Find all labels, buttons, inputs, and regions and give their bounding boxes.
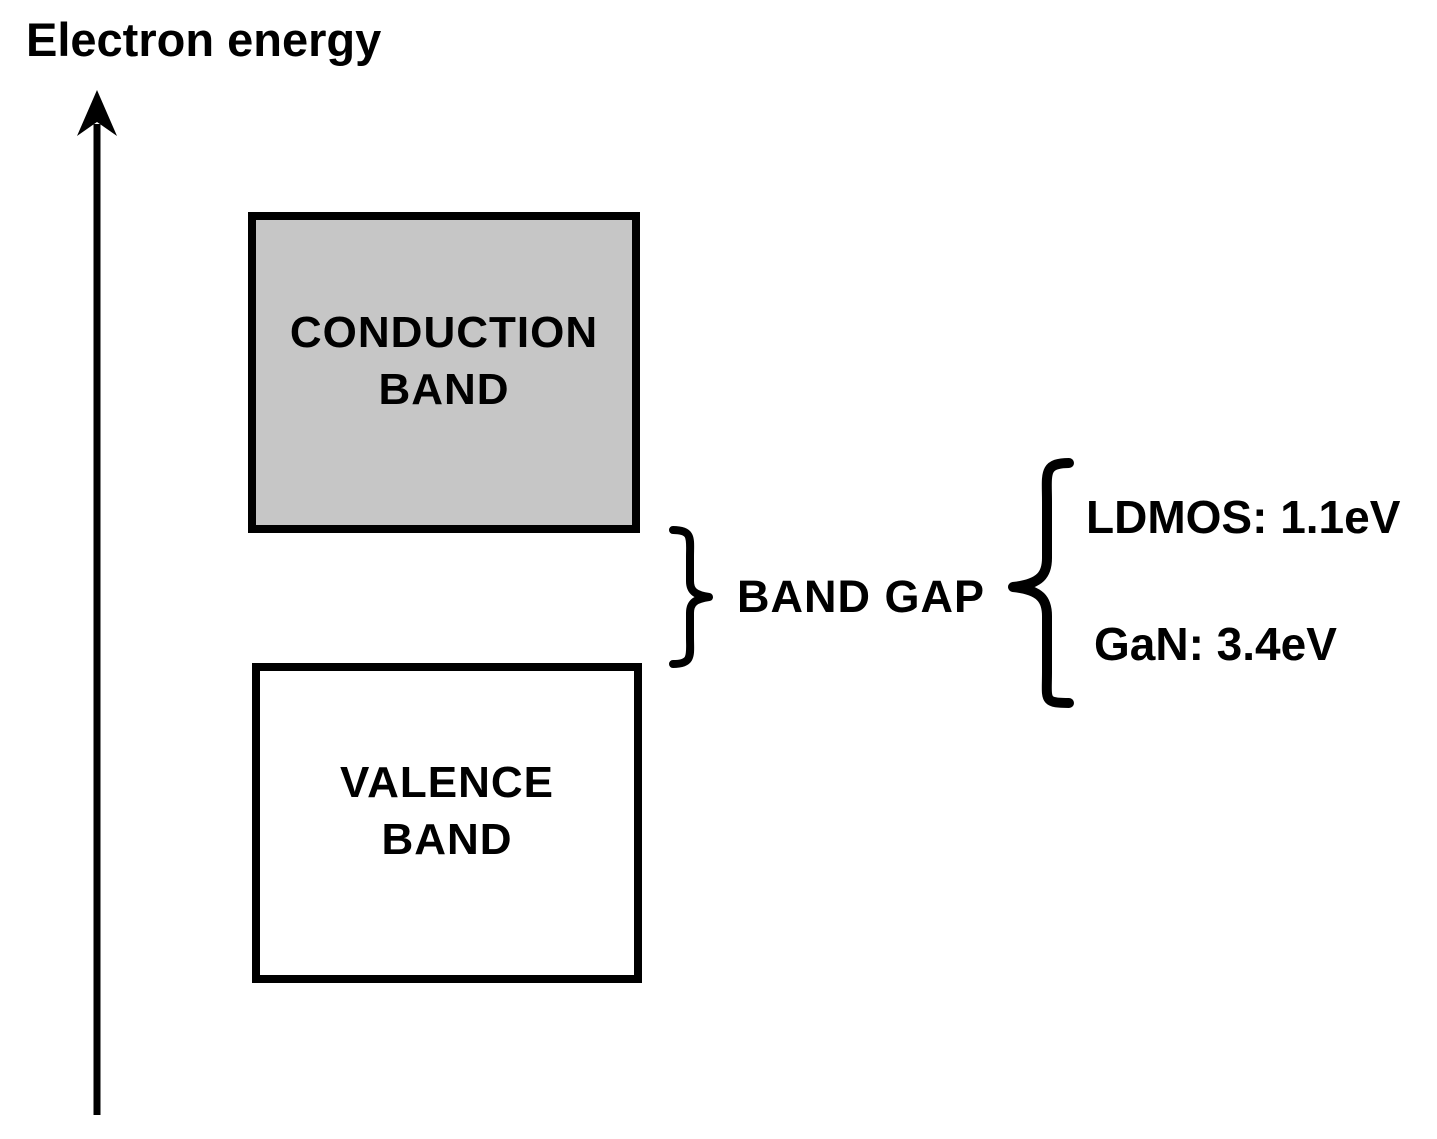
materials-brace-icon — [1008, 458, 1074, 708]
valence-band-label-line2: BAND — [381, 815, 513, 864]
conduction-band-label-line1: CONDUCTION — [289, 307, 599, 357]
conduction-band-box: CONDUCTION BAND — [248, 212, 640, 533]
ldmos-bandgap-value: LDMOS: 1.1eV — [1086, 491, 1401, 543]
energy-axis-arrow-icon — [77, 90, 117, 1115]
valence-band-label: VALENCE BAND — [340, 754, 554, 868]
electron-energy-axis-label: Electron energy — [26, 13, 382, 66]
band-gap-brace-icon — [669, 526, 713, 668]
conduction-band-label: CONDUCTION BAND — [290, 304, 598, 418]
band-gap-label: BAND GAP — [737, 571, 986, 622]
conduction-band-label-line2: BAND — [378, 364, 510, 414]
valence-band-label-line1: VALENCE — [340, 758, 554, 807]
gan-bandgap-value: GaN: 3.4eV — [1094, 618, 1337, 670]
valence-band-box: VALENCE BAND — [252, 663, 642, 983]
